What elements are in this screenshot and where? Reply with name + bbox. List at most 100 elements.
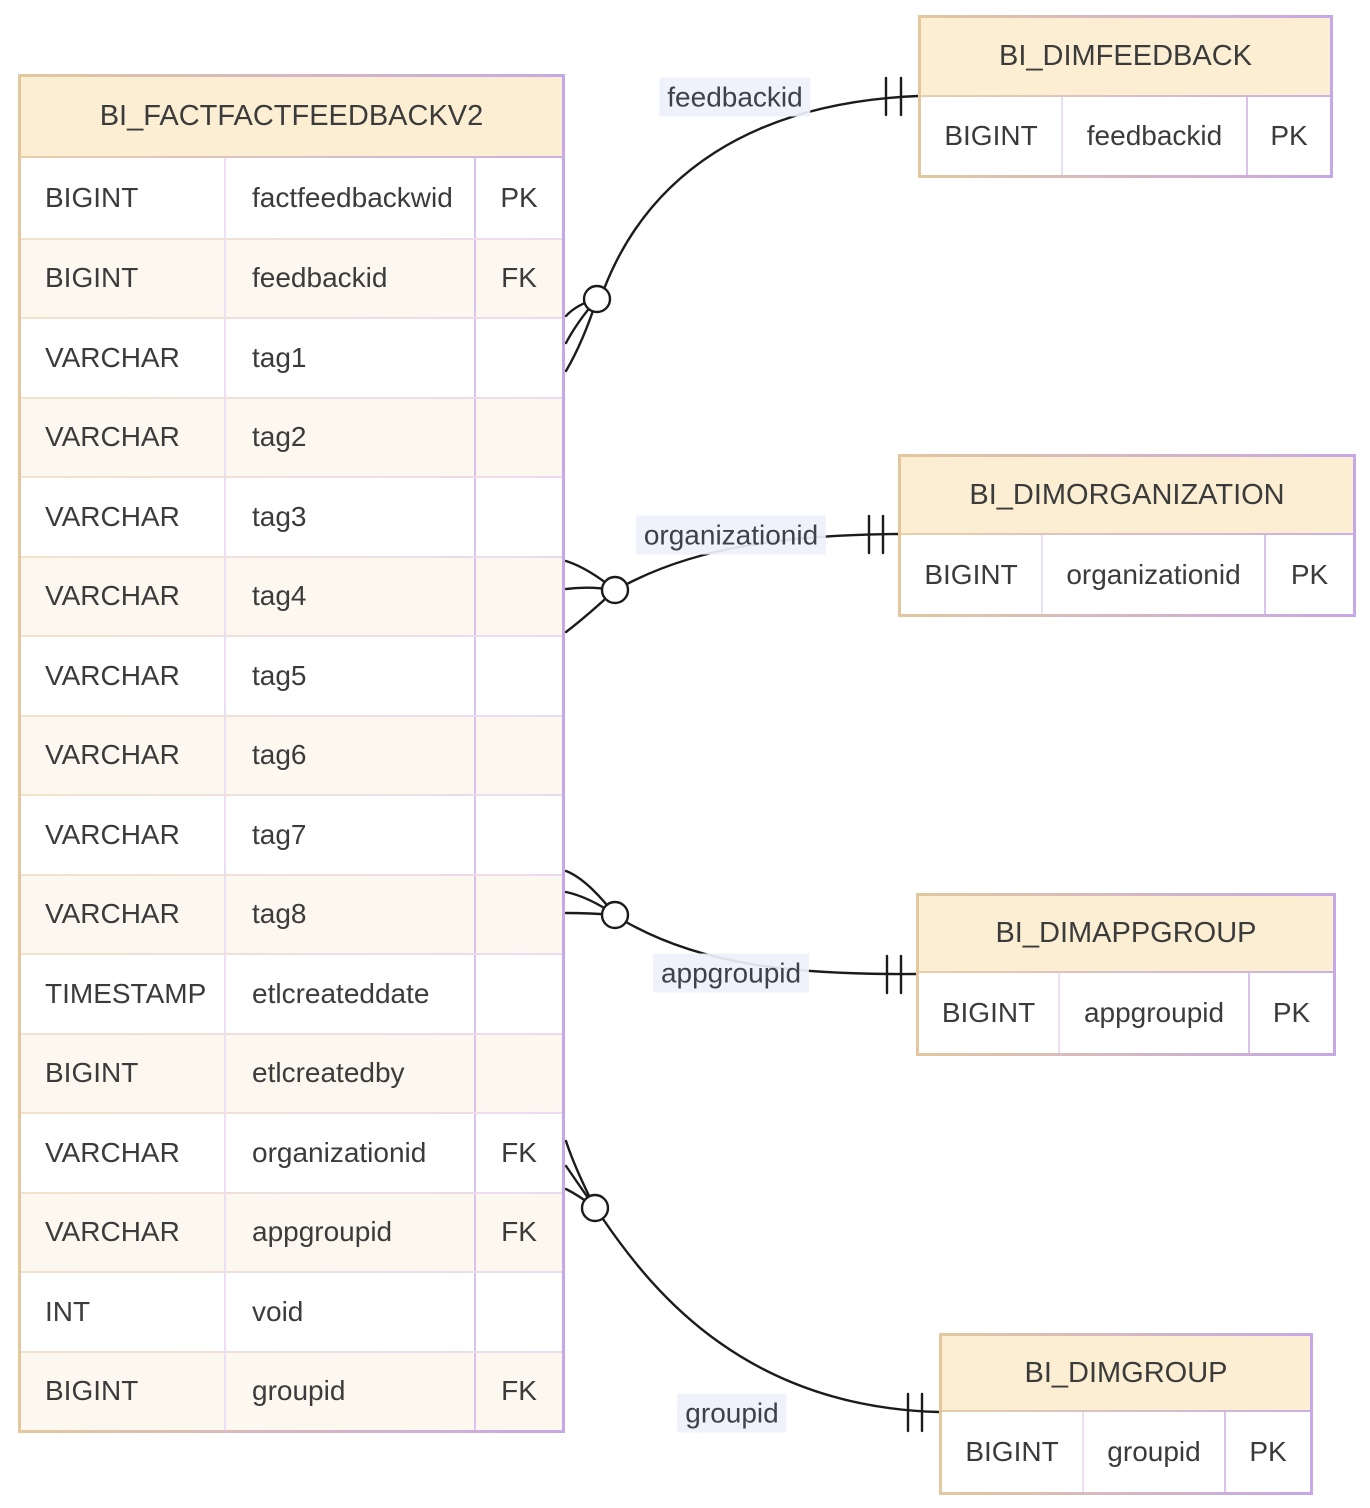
column-key-cell bbox=[476, 558, 562, 636]
column-key-cell bbox=[476, 1035, 562, 1113]
column-name-cell: tag2 bbox=[226, 398, 476, 476]
column-type-cell: VARCHAR bbox=[21, 716, 226, 794]
column-key-cell: PK bbox=[1290, 558, 1329, 590]
column-type-cell: TIMESTAMP bbox=[21, 955, 226, 1033]
relationship-label-feedbackid: feedbackid bbox=[659, 77, 811, 117]
column-key-cell: FK bbox=[501, 262, 537, 294]
column-key-cell: PK bbox=[1270, 120, 1308, 151]
column-type-cell: VARCHAR bbox=[21, 398, 226, 476]
column-name-cell: groupid bbox=[226, 1352, 476, 1430]
column-key-cell bbox=[476, 637, 562, 715]
column-name-cell: etlcreatedby bbox=[226, 1034, 476, 1112]
column-name-cell: appgroupid bbox=[226, 1193, 476, 1271]
column-type-cell: VARCHAR bbox=[21, 637, 226, 715]
relationship-line-organizationid bbox=[564, 514, 900, 634]
column-key-cell: FK bbox=[501, 1375, 537, 1407]
column-key-cell: PK bbox=[1272, 997, 1311, 1028]
column-name-cell: etlcreateddate bbox=[226, 955, 476, 1033]
column-key-cell bbox=[476, 876, 562, 954]
column-type-cell: BIGINT bbox=[21, 1034, 226, 1112]
column-name-cell: groupid bbox=[1084, 1412, 1226, 1492]
column-name-cell: void bbox=[226, 1273, 476, 1351]
column-type-cell: VARCHAR bbox=[21, 796, 226, 874]
column-name-cell: organizationid bbox=[226, 1114, 476, 1192]
column-name-cell: tag4 bbox=[226, 557, 476, 635]
relationship-line-groupid bbox=[564, 1139, 941, 1433]
table-title: BI_DIMAPPGROUP bbox=[919, 896, 1333, 973]
column-name-cell: feedbackid bbox=[1063, 97, 1248, 175]
column-name-cell: feedbackid bbox=[226, 239, 476, 317]
column-key-cell: PK bbox=[500, 181, 538, 213]
column-type-cell: VARCHAR bbox=[21, 1193, 226, 1271]
table-title: BI_DIMGROUP bbox=[942, 1336, 1310, 1412]
column-type-cell: BIGINT bbox=[942, 1412, 1084, 1492]
column-type-cell: BIGINT bbox=[901, 535, 1043, 614]
column-key-cell: FK bbox=[501, 1136, 537, 1168]
relationship-line-feedbackid bbox=[564, 76, 920, 373]
relationship-label-groupid: groupid bbox=[677, 1393, 787, 1433]
column-name-cell: tag8 bbox=[226, 875, 476, 953]
column-name-cell: appgroupid bbox=[1060, 973, 1250, 1053]
column-type-cell: BIGINT bbox=[21, 239, 226, 317]
column-key-cell bbox=[476, 796, 562, 874]
table-title: BI_DIMORGANIZATION bbox=[901, 457, 1353, 535]
column-name-cell: tag7 bbox=[226, 796, 476, 874]
column-key-cell bbox=[476, 717, 562, 795]
table-title: BI_DIMFEEDBACK bbox=[921, 18, 1330, 97]
column-name-cell: tag5 bbox=[226, 637, 476, 715]
column-type-cell: INT bbox=[21, 1273, 226, 1351]
column-type-cell: BIGINT bbox=[21, 1352, 226, 1430]
table-title: BI_FACTFACTFEEDBACKV2 bbox=[21, 77, 562, 158]
column-name-cell: factfeedbackwid bbox=[226, 158, 476, 238]
column-name-cell: tag1 bbox=[226, 319, 476, 397]
column-key-cell bbox=[476, 1273, 562, 1351]
column-type-cell: BIGINT bbox=[919, 973, 1060, 1053]
column-name-cell: tag3 bbox=[226, 478, 476, 556]
relationship-label-appgroupid: appgroupid bbox=[652, 953, 810, 993]
column-key-cell: PK bbox=[1249, 1436, 1287, 1467]
column-key-cell bbox=[476, 399, 562, 477]
column-type-cell: VARCHAR bbox=[21, 319, 226, 397]
column-type-cell: VARCHAR bbox=[21, 1114, 226, 1192]
relationship-line-appgroupid bbox=[564, 869, 918, 995]
column-key-cell bbox=[476, 478, 562, 556]
relationship-label-organizationid: organizationid bbox=[635, 515, 827, 555]
column-name-cell: tag6 bbox=[226, 716, 476, 794]
column-name-cell: organizationid bbox=[1043, 535, 1266, 614]
column-key-cell bbox=[476, 955, 562, 1033]
column-type-cell: VARCHAR bbox=[21, 875, 226, 953]
column-key-cell: FK bbox=[501, 1216, 537, 1248]
column-type-cell: BIGINT bbox=[21, 158, 226, 238]
